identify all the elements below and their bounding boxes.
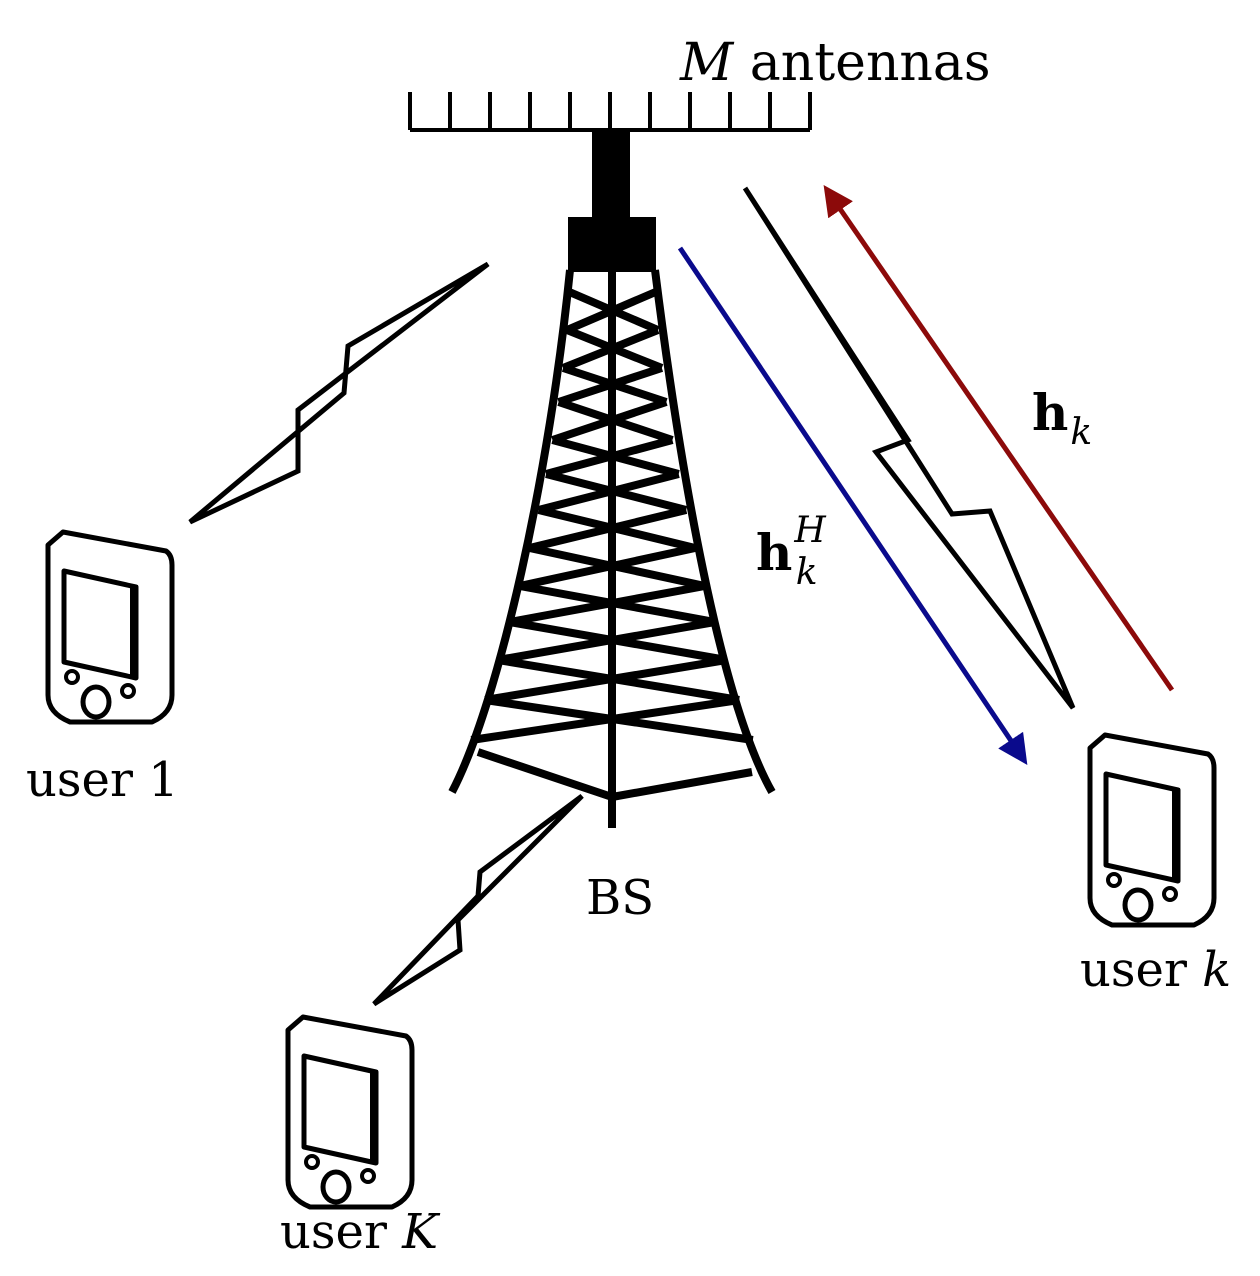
lattice-brace bbox=[565, 288, 658, 334]
lattice-brace bbox=[508, 582, 706, 626]
lattice-brace bbox=[551, 398, 668, 444]
wireless-link-user-K bbox=[372, 793, 584, 1007]
user-k-phone-icon bbox=[1090, 735, 1214, 925]
lattice-brace bbox=[484, 656, 727, 704]
lattice-brace bbox=[561, 326, 660, 372]
antenna-elements bbox=[408, 92, 812, 130]
user-1-label: user 1 bbox=[26, 752, 179, 808]
lattice-brace bbox=[528, 506, 688, 552]
user-1-phone-icon bbox=[48, 532, 172, 722]
uplink-channel-label: hk bbox=[1032, 383, 1092, 453]
lattice-brace bbox=[518, 544, 696, 590]
lattice-brace bbox=[470, 696, 740, 744]
base-station-tower bbox=[448, 269, 776, 828]
bs-label: BS bbox=[586, 870, 654, 926]
user-K-label: user K bbox=[280, 1204, 441, 1260]
uplink-arrow bbox=[823, 185, 1175, 692]
antenna-array bbox=[408, 92, 812, 132]
lattice-brace bbox=[557, 364, 664, 406]
user-K-phone-icon bbox=[288, 1017, 412, 1207]
lattice-brace bbox=[537, 470, 680, 514]
wireless-link-user-k bbox=[742, 186, 1076, 710]
lattice-brace bbox=[497, 618, 716, 664]
tower-head bbox=[568, 130, 656, 272]
wireless-link-user-1 bbox=[188, 261, 490, 525]
user-k-label: user k bbox=[1080, 942, 1231, 998]
lattice-brace bbox=[545, 436, 674, 478]
downlink-arrow bbox=[677, 246, 1028, 765]
antenna-label: M antennas bbox=[679, 33, 991, 93]
